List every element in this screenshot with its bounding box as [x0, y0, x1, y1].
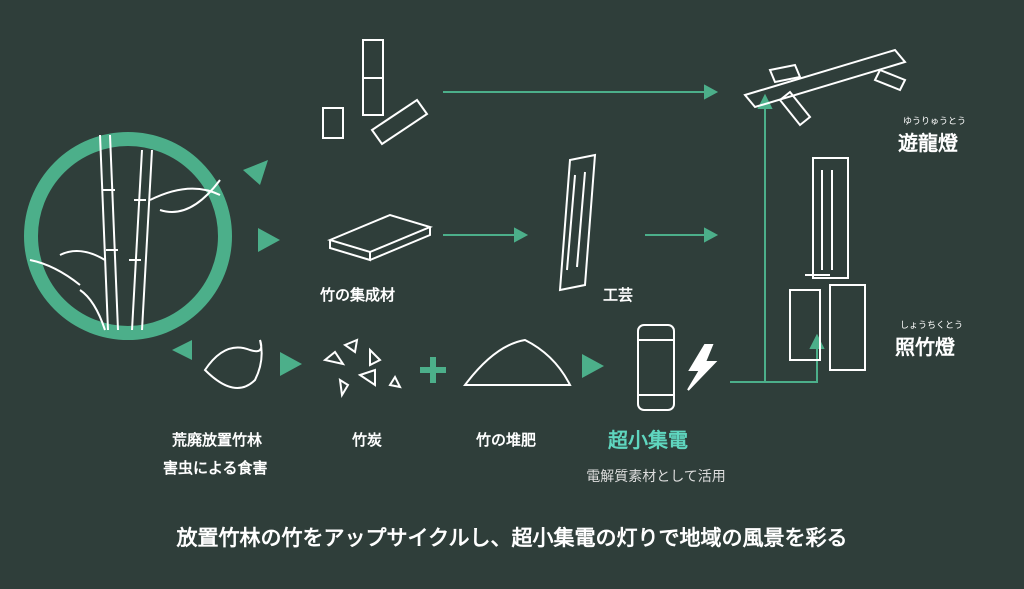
- yuryuto-lamp-icon: [743, 48, 907, 127]
- charcoal-label: 竹炭: [352, 431, 383, 449]
- craft-block-icon: [558, 153, 597, 292]
- abandoned-label-2: 害虫による食害: [163, 459, 268, 477]
- craft-label: 工芸: [603, 286, 634, 304]
- bamboo-tubes-icon: [322, 39, 429, 146]
- shochikuto-ruby: しょうちくとう: [900, 321, 964, 331]
- moth-icon: [203, 339, 263, 389]
- yuryuto-ruby: ゆうりゅうとう: [903, 117, 967, 127]
- charcoal-pieces-icon: [322, 338, 402, 398]
- shochikuto-label: 照竹燈: [895, 335, 955, 359]
- arrow-icon: [582, 354, 604, 378]
- compost-label: 竹の堆肥: [476, 431, 537, 449]
- battery-icon: [637, 324, 675, 411]
- glulam-label: 竹の集成材: [320, 286, 396, 304]
- abandoned-label-1: 荒廃放置竹林: [172, 431, 263, 449]
- headline: 放置竹林の竹をアップサイクルし、超小集電の灯りで地域の風景を彩る: [176, 526, 848, 550]
- arrow-icon: [258, 228, 280, 252]
- lightning-icon: [687, 344, 718, 391]
- shochikuto-lamp-icon: [789, 157, 866, 371]
- arrow-icon: [280, 352, 302, 376]
- battery-sub-label: 電解質素材として活用: [586, 469, 726, 485]
- arrow-icon: [243, 160, 268, 185]
- battery-label: 超小集電: [608, 428, 688, 452]
- arrow-icon: [172, 340, 192, 360]
- compost-pile-icon: [462, 338, 572, 386]
- plus-icon: [420, 357, 446, 383]
- yuryuto-label: 遊龍燈: [898, 131, 958, 155]
- bamboo-board-icon: [327, 213, 433, 262]
- bamboo-forest-icon: [24, 132, 232, 340]
